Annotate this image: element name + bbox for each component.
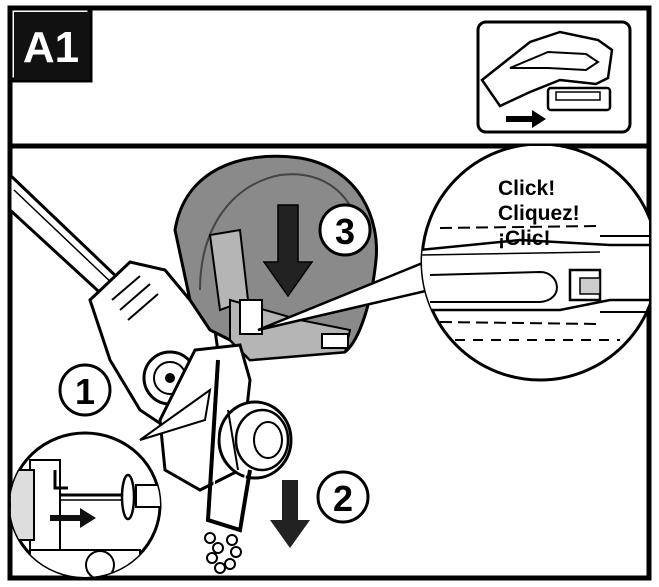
callout-line-1: Click! [498,177,555,200]
svg-text:1: 1 [75,371,95,412]
step-badge-3: 3 [318,203,372,257]
svg-text:2: 2 [333,478,353,519]
arrow-down-icon [262,204,314,298]
edge-guide [204,359,252,574]
zoom-detail-click [420,146,649,382]
battery-pack-icon [546,86,612,112]
step-badge-1: 1 [58,363,112,417]
arrow-right-icon [50,508,96,528]
callout-line-3: ¡Clic! [498,227,551,250]
battery-inset [476,20,632,134]
step-badge-2: 2 [316,470,370,524]
zoom-pointer [139,387,212,441]
panel-label-text: A1 [23,23,79,72]
svg-text:3: 3 [335,211,355,252]
arrow-down-icon [270,480,310,548]
callout-line-2: Cliquez! [498,202,580,225]
panel-label: A1 [7,5,93,83]
click-callout: Click! Cliquez! ¡Clic! [498,177,580,250]
arrow-right-icon [506,110,546,128]
